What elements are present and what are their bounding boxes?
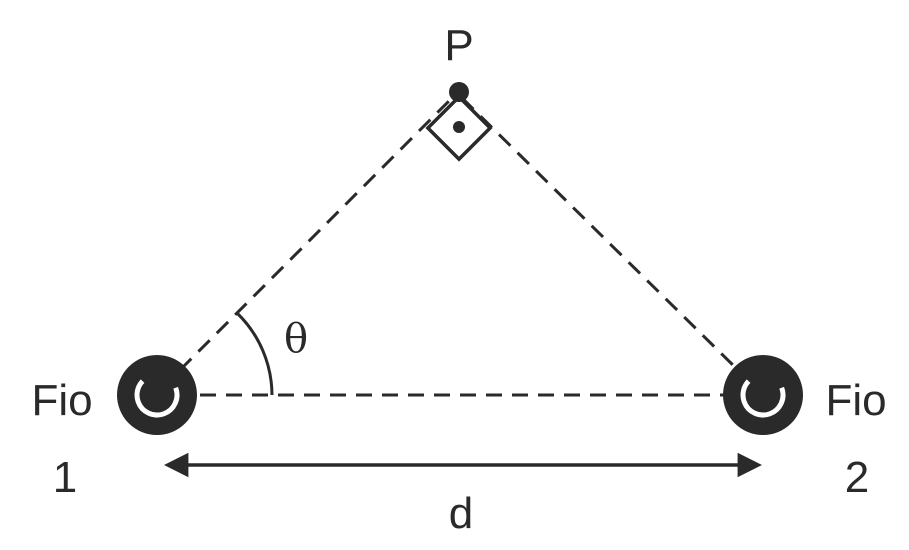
wire2-word-label: Fio (825, 376, 886, 425)
angle-label: θ (284, 316, 308, 362)
dashed-line-wire1-to-p (178, 93, 457, 372)
dashed-line-p-to-wire2 (460, 96, 742, 374)
angle-arc (235, 311, 274, 396)
field-out-of-page-icon (453, 121, 465, 133)
wire-current-into-page-icon (723, 355, 803, 435)
wire2-number-label: 2 (845, 453, 869, 502)
wire1-word-label: Fio (31, 376, 92, 425)
wire-current-into-page-icon (117, 355, 197, 435)
wire1-number-label: 1 (53, 453, 77, 502)
distance-label: d (449, 489, 473, 538)
point-p (449, 82, 469, 102)
point-label: P (444, 21, 473, 70)
